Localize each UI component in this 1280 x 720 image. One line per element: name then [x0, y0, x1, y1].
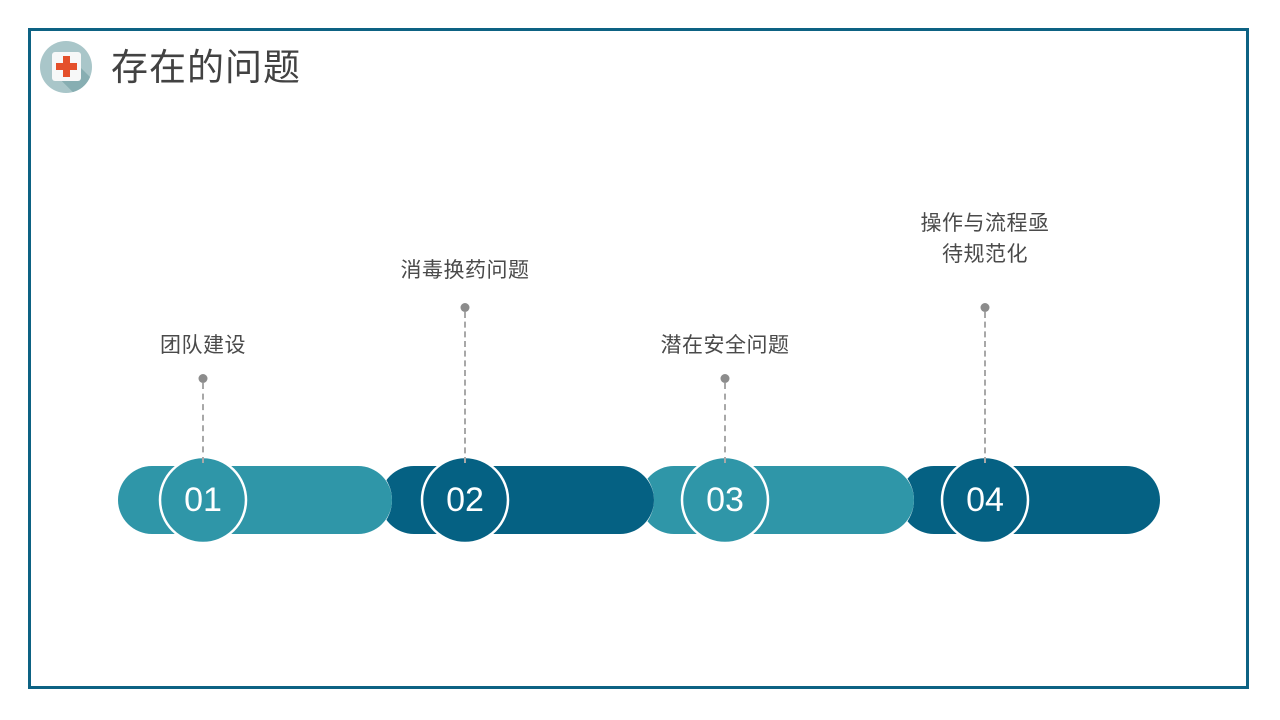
- timeline-segment-04[interactable]: [900, 466, 1160, 534]
- slide-header: 存在的问题: [40, 36, 301, 98]
- badge-number-02: 02: [446, 481, 484, 519]
- timeline-label-01: 团队建设: [160, 334, 246, 357]
- badge-number-04: 04: [966, 481, 1004, 519]
- cross-vertical-bar: [63, 56, 70, 77]
- timeline-stem-01: [202, 383, 204, 463]
- timeline-dot-02: [460, 303, 470, 312]
- medical-cross-icon: [40, 41, 92, 93]
- page-title: 存在的问题: [111, 46, 301, 88]
- timeline-label-02: 消毒换药问题: [400, 259, 530, 282]
- timeline-dot-04: [980, 303, 990, 312]
- timeline-stem-02: [464, 312, 466, 463]
- timeline-badge-01[interactable]: 01: [158, 455, 248, 545]
- timeline-stem-04: [984, 312, 986, 463]
- timeline-stem-03: [724, 383, 726, 463]
- timeline-badge-03[interactable]: 03: [680, 455, 770, 545]
- timeline-badge-04[interactable]: 04: [940, 455, 1030, 545]
- badge-number-01: 01: [184, 481, 222, 519]
- badge-number-03: 03: [706, 481, 744, 519]
- timeline-dot-03: [720, 374, 730, 383]
- timeline-dot-01: [198, 374, 208, 383]
- timeline-label-04: 操作与流程亟 待规范化: [920, 212, 1050, 266]
- timeline-label-03: 潜在安全问题: [660, 334, 790, 357]
- timeline-badge-02[interactable]: 02: [420, 455, 510, 545]
